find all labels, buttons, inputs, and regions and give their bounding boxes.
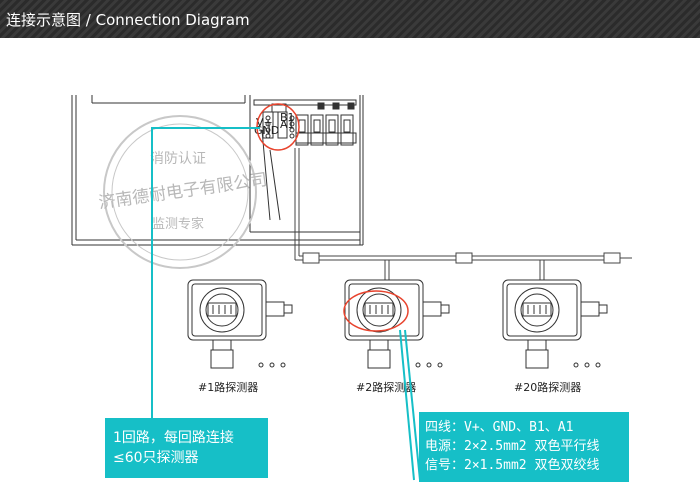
terminal-label-gnd: GND [254,124,279,137]
loop-info-line2: ≤60只探测器 [113,450,199,466]
watermark-middle: 济南德耐电子有限公司 [97,170,268,213]
header-bar: 连接示意图 / Connection Diagram [0,0,700,38]
detector-highlight [343,290,409,332]
terminal-label-b1: B1 [280,111,295,124]
terminal-label-vplus: V+ [256,116,273,129]
detector-20 [502,279,608,369]
loop-info-line1: 1回路，每回路连接 [113,430,234,446]
detector-1 [187,279,293,369]
wiring-info-line1: 四线：V+、GND、B1、A1 [425,420,574,435]
page-title: 连接示意图 / Connection Diagram [6,11,250,29]
watermark-top: 消防认证 [150,151,206,167]
bus-wiring [294,148,632,282]
leader-lines [151,127,421,481]
detector-2 [344,279,450,369]
detector-20-label: #20路探测器 [514,381,581,394]
detector-2-label: #2路探测器 [356,381,416,394]
watermark-bottom: 监测专家 [152,216,204,232]
wiring-info-line2: 电源：2×2.5mm2 双色平行线 [425,439,600,454]
wiring-info-line3: 信号：2×1.5mm2 双色双绞线 [425,458,600,473]
wiring-info-box: 四线：V+、GND、B1、A1 电源：2×2.5mm2 双色平行线 信号：2×1… [419,412,629,482]
terminal-label-a1: A1 [280,118,295,131]
loop-info-box: 1回路，每回路连接 ≤60只探测器 [105,418,268,478]
controller-cabinet [71,95,364,246]
detector-1-label: #1路探测器 [198,381,258,394]
